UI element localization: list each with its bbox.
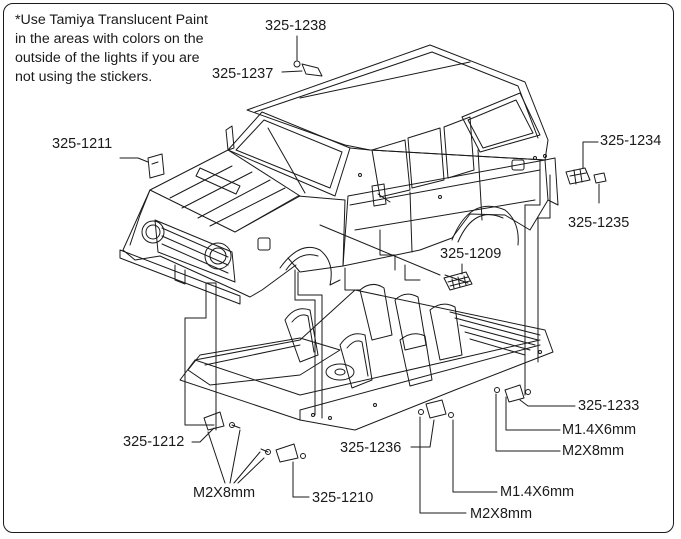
screw-label-m2x8-b: M2X8mm [470, 506, 533, 522]
diagram-frame [3, 3, 674, 533]
small-parts [147, 60, 607, 463]
part-label-325-1233: 325-1233 [578, 398, 640, 414]
part-label-325-1238: 325-1238 [265, 18, 327, 34]
screw-label-m2x8-left: M2X8mm [193, 485, 256, 501]
part-label-325-1236: 325-1236 [340, 440, 402, 456]
part-label-325-1211: 325-1211 [52, 136, 113, 152]
body-shell [119, 44, 559, 305]
part-label-325-1237: 325-1237 [212, 66, 274, 82]
part-label-325-1209: 325-1209 [440, 246, 502, 262]
screw-label-m14x6-b: M1.4X6mm [500, 484, 575, 500]
part-label-325-1212: 325-1212 [123, 434, 185, 450]
part-label-325-1234: 325-1234 [600, 133, 662, 149]
screw-label-m14x6-a: M1.4X6mm [562, 422, 637, 438]
assembly-guide-lines [184, 159, 551, 431]
part-label-325-1235: 325-1235 [568, 215, 630, 231]
part-label-325-1210: 325-1210 [312, 490, 374, 506]
interior-tub [179, 284, 554, 431]
screw-label-m2x8-a: M2X8mm [562, 443, 625, 459]
leader-lines [119, 35, 600, 514]
paint-instruction-note: *Use Tamiya Translucent Paint in the are… [15, 12, 208, 85]
